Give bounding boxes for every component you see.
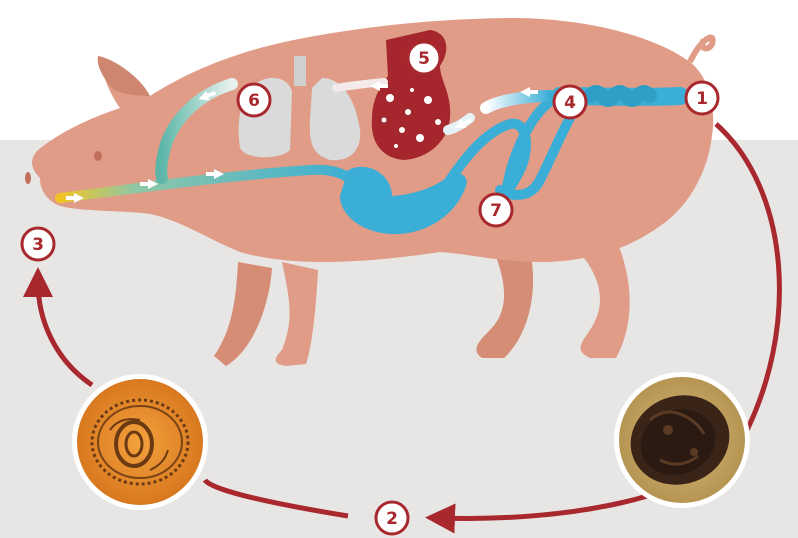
step-label-4: 4 (564, 93, 576, 113)
step-badge-5: 5 (408, 42, 440, 74)
trachea (294, 56, 306, 86)
step-label-6: 6 (248, 91, 260, 111)
step-label-3: 3 (32, 235, 44, 255)
step-badge-7: 7 (480, 194, 512, 226)
step-badge-1: 1 (686, 82, 718, 114)
step-label-5: 5 (418, 49, 430, 69)
colon-ridges (590, 92, 650, 100)
step-badge-4: 4 (554, 86, 586, 118)
embryonated-egg-micrograph (72, 374, 208, 510)
step-badge-6: 6 (238, 84, 270, 116)
step-label-7: 7 (490, 201, 502, 221)
pig-nostril (25, 172, 31, 184)
unembryonated-egg-micrograph (614, 372, 750, 508)
step-label-2: 2 (386, 509, 398, 529)
step-badge-3: 3 (22, 228, 54, 260)
pig-eye (94, 151, 102, 161)
step-label-1: 1 (696, 89, 708, 109)
step-badge-2: 2 (376, 502, 408, 534)
